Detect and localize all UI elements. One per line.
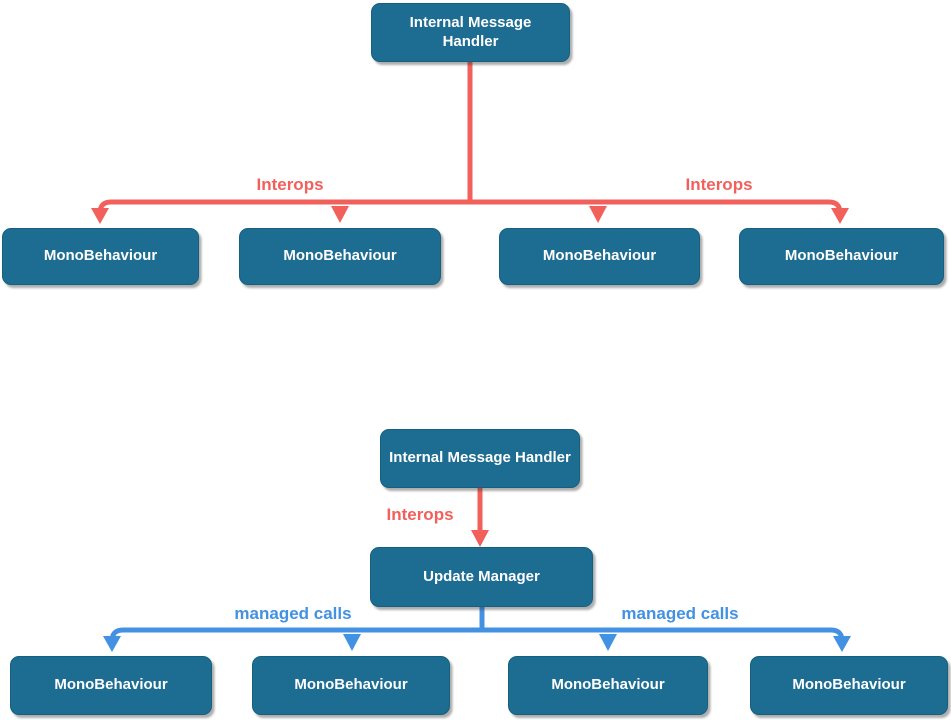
node-monobehaviour-top-4: MonoBehaviour bbox=[739, 228, 944, 285]
edge-label-managed-calls-right: managed calls bbox=[619, 604, 741, 624]
arrowhead-top-child-3 bbox=[589, 206, 607, 223]
arrowheads-interops-top bbox=[91, 206, 849, 224]
node-monobehaviour-top-3: MonoBehaviour bbox=[499, 228, 700, 285]
edge-bottom-branch-rail bbox=[109, 627, 845, 644]
edge-label-interops-top-right: Interops bbox=[683, 175, 755, 195]
arrowhead-top-child-4 bbox=[831, 208, 849, 224]
node-monobehaviour-top-1: MonoBehaviour bbox=[2, 228, 199, 285]
edge-top-branch-rail bbox=[97, 199, 843, 216]
arrowheads-managed-calls bbox=[103, 634, 851, 652]
node-update-manager: Update Manager bbox=[370, 547, 593, 607]
arrowhead-bottom-child-1 bbox=[103, 636, 121, 652]
arrowhead-bottom-child-3 bbox=[599, 634, 617, 651]
edge-label-interops-bottom: Interops bbox=[384, 505, 456, 525]
arrowhead-top-child-1 bbox=[91, 208, 109, 224]
edge-label-interops-top-left: Interops bbox=[254, 175, 326, 195]
node-monobehaviour-bottom-4: MonoBehaviour bbox=[750, 656, 948, 715]
arrowhead-bottom-child-2 bbox=[343, 634, 361, 651]
arrowhead-bottom-child-4 bbox=[833, 636, 851, 652]
arrowhead-top-child-2 bbox=[331, 206, 349, 223]
node-internal-message-handler-top: Internal Message Handler bbox=[371, 3, 570, 62]
node-monobehaviour-top-2: MonoBehaviour bbox=[239, 228, 441, 285]
node-monobehaviour-bottom-1: MonoBehaviour bbox=[10, 656, 212, 715]
node-monobehaviour-bottom-2: MonoBehaviour bbox=[252, 656, 450, 715]
arrowhead-update-manager bbox=[471, 530, 489, 547]
edge-label-managed-calls-left: managed calls bbox=[232, 604, 354, 624]
node-monobehaviour-bottom-3: MonoBehaviour bbox=[508, 656, 708, 715]
node-internal-message-handler-bottom: Internal Message Handler bbox=[380, 429, 580, 488]
